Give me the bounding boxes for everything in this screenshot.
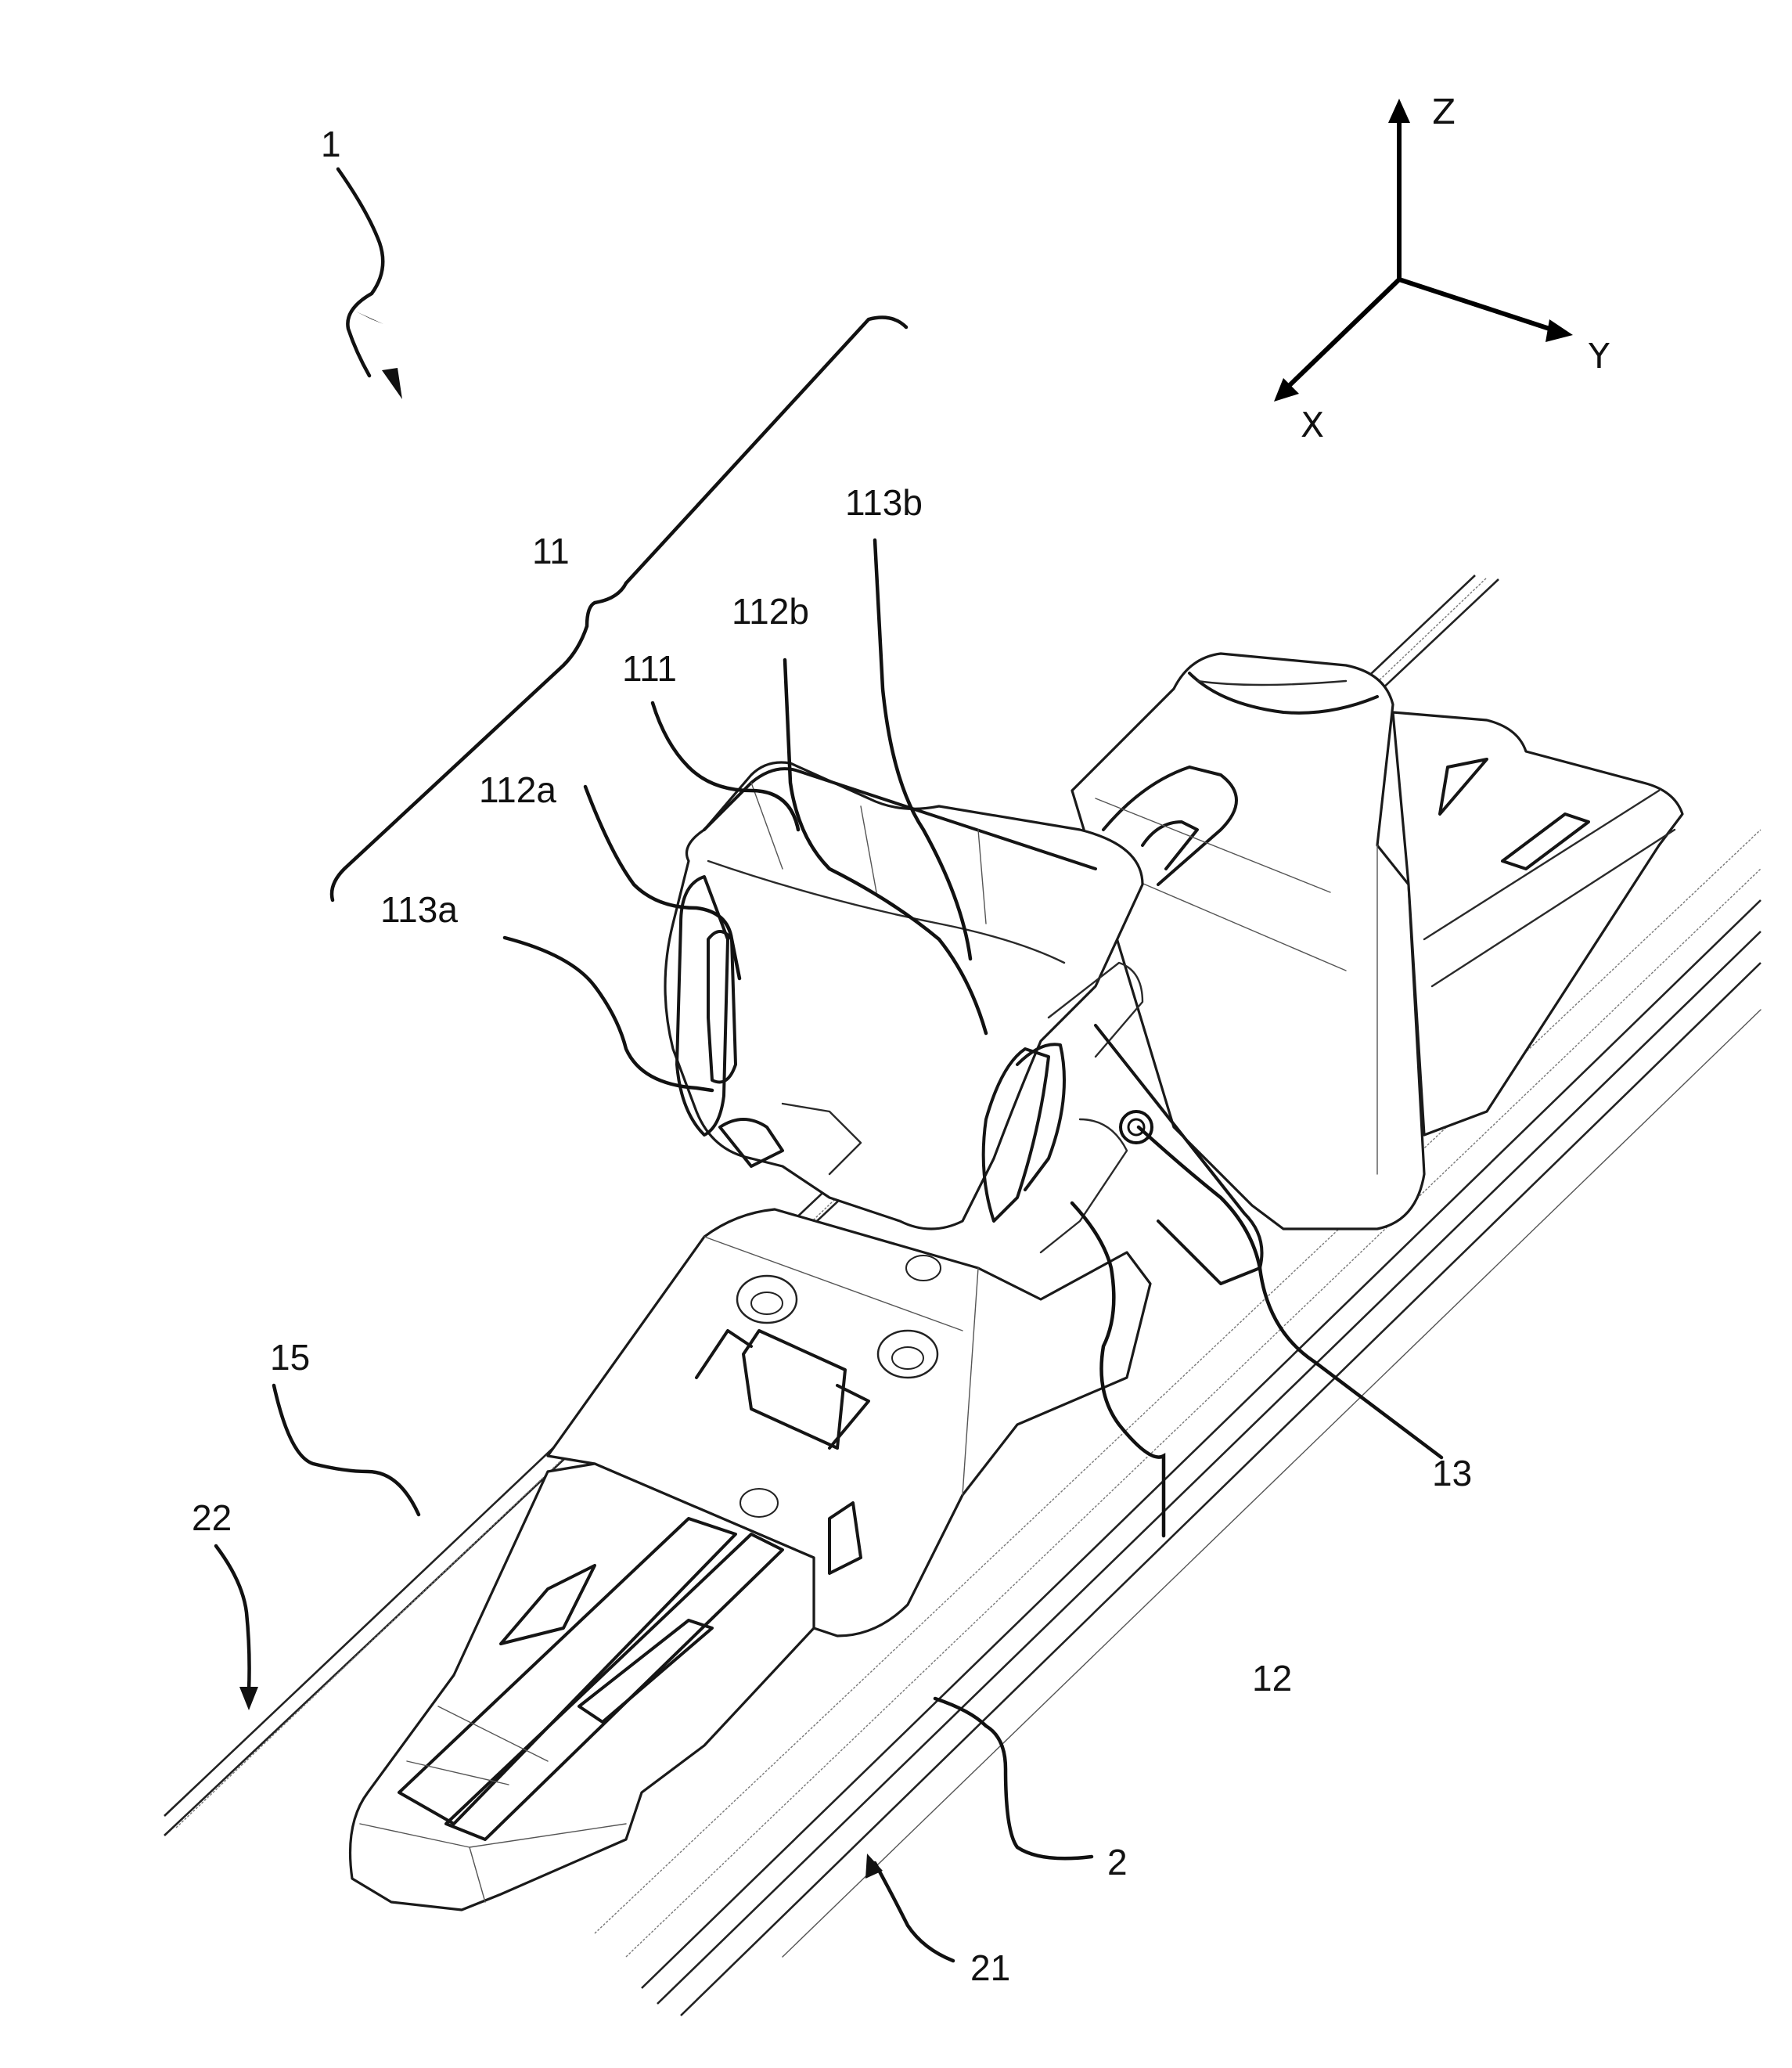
label-13: 13 — [1432, 1453, 1472, 1493]
lever-lower-edge — [707, 859, 1066, 964]
x-axis-arrow-icon — [1274, 378, 1299, 402]
leader-21-arrow-icon — [865, 1854, 883, 1879]
leader-113a — [502, 935, 714, 1093]
leader-112b — [783, 658, 988, 1036]
rear-housing — [1071, 652, 1684, 1230]
front-unit-outline — [664, 761, 1144, 1230]
leader-2 — [933, 1696, 1094, 1861]
ski-top-line — [782, 1009, 1761, 1958]
screw-hole-1 — [736, 1274, 798, 1324]
front-notch — [718, 1118, 784, 1168]
label-111: 111 — [622, 648, 677, 689]
leader-22 — [214, 1544, 251, 1693]
leader-lines — [214, 167, 1444, 1963]
hinge-block — [1047, 961, 1144, 1058]
ski-right-edge-line-3 — [680, 962, 1761, 2016]
hinge-arm — [1039, 1118, 1128, 1254]
center-tab — [742, 1329, 847, 1450]
rear-frame-window — [1501, 812, 1590, 870]
z-axis-arrow-icon — [1388, 99, 1410, 123]
y-axis-arrow-icon — [1546, 319, 1573, 342]
screw-hole-2-inner — [891, 1346, 924, 1370]
leader-113b — [873, 538, 973, 961]
z-axis-label: Z — [1432, 92, 1456, 132]
lever-facets — [750, 782, 987, 924]
label-22: 22 — [192, 1497, 232, 1538]
rear-housing-top-rim — [1188, 672, 1379, 715]
screw-hole-3 — [905, 1255, 941, 1281]
rear-housing-top-inner — [1196, 679, 1348, 686]
pin-13-outer — [1119, 1110, 1153, 1144]
x-axis-label: X — [1301, 405, 1324, 445]
rear-housing-slot-inner — [1141, 820, 1199, 870]
screw-hole-1-inner — [750, 1292, 783, 1315]
leader-1-arrow-icon — [356, 312, 383, 324]
toe-plate-outline — [348, 1462, 815, 1911]
base-plate — [546, 1208, 1152, 1637]
leader-1 — [336, 167, 385, 378]
leader-112a — [583, 784, 742, 981]
leader-12 — [1070, 1201, 1166, 1538]
toe-plate-facets — [359, 1706, 627, 1903]
label-113a: 113a — [380, 889, 458, 930]
side-part-112b — [981, 1047, 1050, 1223]
label-112b: 112b — [732, 591, 809, 632]
toe-plate — [348, 1462, 815, 1911]
base-slot-left — [695, 1329, 753, 1379]
ski-top-hatch-2 — [594, 829, 1761, 1934]
toe-plate-window-2 — [578, 1619, 714, 1724]
toe-plate-window-1 — [499, 1564, 596, 1645]
rear-housing-facets — [1095, 798, 1378, 1175]
screw-hole-2 — [876, 1329, 939, 1379]
leader-22-arrow-icon — [239, 1687, 258, 1710]
x-axis-line — [1285, 277, 1402, 390]
rear-frame-outline — [1391, 711, 1684, 1137]
leader-111 — [650, 701, 801, 832]
rear-housing-outline — [1071, 652, 1426, 1230]
label-21: 21 — [970, 1947, 1010, 1988]
coordinate-axes: Z Y X — [1274, 92, 1610, 445]
leader-15 — [272, 1383, 421, 1517]
side-clip — [828, 1501, 862, 1575]
label-2: 2 — [1107, 1842, 1128, 1882]
side-part-112a — [707, 930, 737, 1084]
base-slot-right — [828, 1384, 870, 1450]
pin-13-inner — [1127, 1118, 1146, 1137]
label-11: 11 — [532, 531, 570, 571]
label-113b: 113b — [845, 482, 923, 523]
ski-right-edge-line-2 — [657, 931, 1761, 2005]
y-axis-label: Y — [1588, 337, 1610, 376]
leader-13 — [1136, 1125, 1444, 1460]
side-part-113b — [1016, 1043, 1066, 1191]
rear-frame-slot — [1438, 758, 1488, 816]
rear-frame-rails — [1423, 789, 1676, 988]
label-12: 12 — [1252, 1658, 1292, 1699]
front-jaw — [781, 1102, 862, 1176]
bracket-11 — [329, 315, 909, 902]
leader-21 — [873, 1861, 955, 1963]
ski-left-edge-hatch — [175, 577, 1488, 1828]
y-axis-line — [1398, 277, 1550, 331]
label-112a: 112a — [479, 769, 556, 810]
label-1: 1 — [321, 124, 341, 164]
rear-housing-slot-outer — [1102, 766, 1238, 886]
ski-right-edge-line-1 — [641, 899, 1761, 1989]
toe-plate-groove-left — [398, 1517, 737, 1825]
leader-1-arrowhead-icon — [382, 368, 402, 399]
lever-top-edge — [703, 767, 1097, 870]
reference-labels: 1 11 111 112a 113a 112b 113b 13 12 15 22… — [192, 124, 1472, 1988]
toe-plate-hole — [739, 1488, 779, 1518]
side-part-113a — [675, 875, 729, 1137]
label-15: 15 — [270, 1337, 310, 1378]
toe-plate-groove-right — [444, 1533, 784, 1841]
